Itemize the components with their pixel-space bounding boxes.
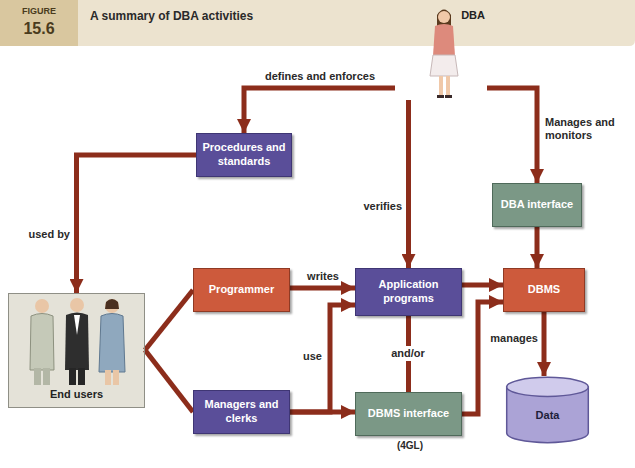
header-ground xyxy=(0,0,635,46)
node-text: DBMS interface xyxy=(368,407,449,421)
figure-tab xyxy=(0,0,78,46)
node-text: Programmer xyxy=(209,283,274,297)
flow-arrow xyxy=(406,100,411,268)
node-text: Data xyxy=(536,409,560,423)
interface-box: DBA interface xyxy=(492,183,582,227)
edge-label: Manages and monitors xyxy=(545,116,627,142)
dba-person: DBA xyxy=(395,6,487,100)
node-text: DBMS xyxy=(528,283,560,297)
interface-box: DBMS interface xyxy=(355,392,462,436)
user-figure xyxy=(65,298,89,385)
edge-label: used by xyxy=(10,228,70,241)
dba-figure xyxy=(430,10,458,99)
flow-arrow xyxy=(542,312,547,376)
node-text: DBA interface xyxy=(501,198,573,212)
edge-label: verifies xyxy=(330,200,402,213)
node-text: Application programs xyxy=(361,278,456,306)
node-text: Managers and clerks xyxy=(199,398,284,426)
flow-arrow xyxy=(535,227,540,268)
edge-label: and/or xyxy=(388,346,428,361)
figure-word: FIGURE xyxy=(4,6,74,17)
user-figure xyxy=(99,299,125,385)
figure-number: 15.6 xyxy=(4,19,74,38)
figure-title: A summary of DBA activities xyxy=(90,9,510,23)
flow-arrow xyxy=(462,302,503,414)
edge-label: use xyxy=(266,350,322,363)
actor-box: Managers and clerks xyxy=(193,390,290,434)
flow-arrow xyxy=(290,410,355,415)
process-box: Application programs xyxy=(355,268,462,316)
flow-arrow xyxy=(462,283,503,288)
users-box: End users xyxy=(8,293,145,408)
edge-label: defines and enforces xyxy=(255,70,385,83)
user-figure xyxy=(30,299,54,385)
node-text: Procedures and standards xyxy=(202,141,286,169)
flow-arrow xyxy=(145,290,193,350)
edge-label: writes xyxy=(296,270,350,283)
flow-arrow xyxy=(487,88,537,183)
process-box: Procedures and standards xyxy=(196,133,292,177)
cylinder-top xyxy=(507,377,589,396)
flow-arrow xyxy=(290,305,355,412)
node-text: End users xyxy=(50,388,103,402)
data-cylinder: Data xyxy=(505,376,590,444)
edge-label: manages xyxy=(474,332,538,345)
users-ground xyxy=(8,293,145,408)
actor-box: Programmer xyxy=(193,268,290,312)
node-text: DBA xyxy=(461,9,485,23)
flow-arrow xyxy=(244,88,395,133)
flow-arrow xyxy=(77,155,197,293)
note-label: (4GL) xyxy=(380,440,440,452)
system-box: DBMS xyxy=(503,268,585,312)
flow-arrow xyxy=(145,350,193,412)
flow-arrow xyxy=(290,286,355,291)
